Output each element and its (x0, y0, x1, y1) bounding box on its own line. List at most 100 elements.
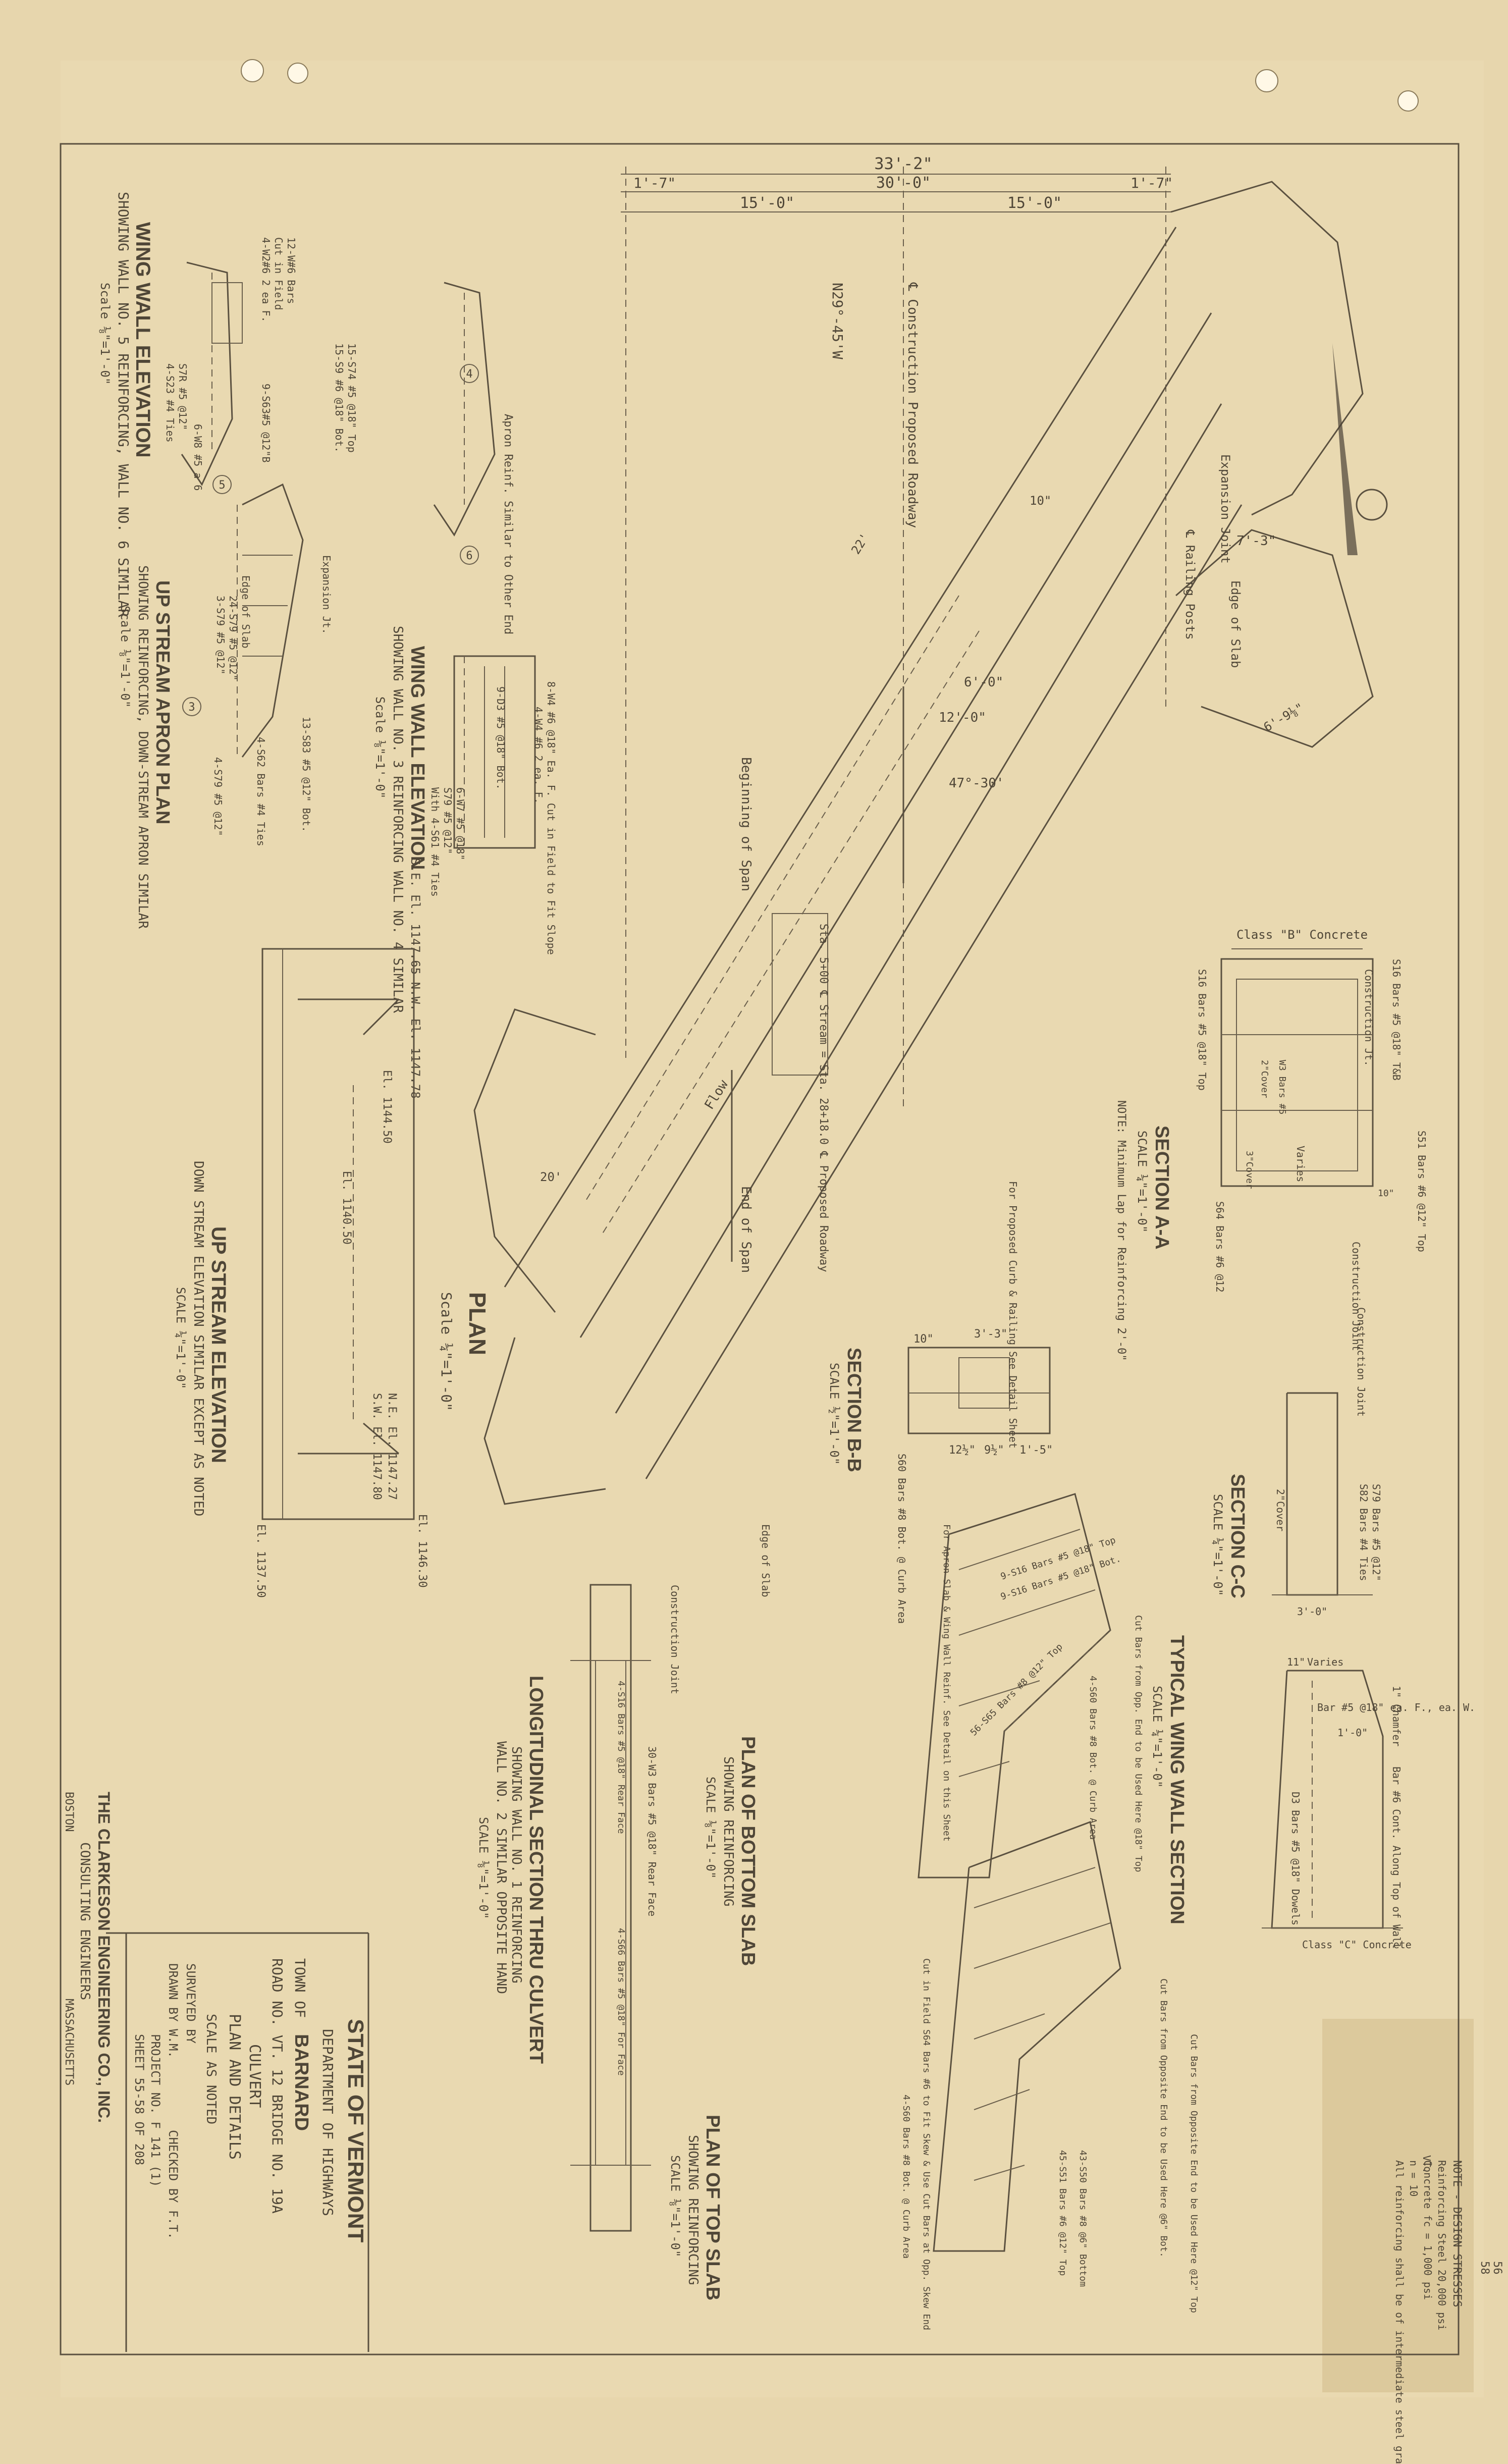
bb-note-2: 10" (913, 1333, 934, 1346)
section-bb-drawing (907, 1347, 1051, 1434)
plan-beginning-span: Beginning of Span (738, 757, 753, 891)
plan-expansion-joint: Expansion Joint (1218, 454, 1232, 564)
ww3-note-0: 8-W4 #6 @18" Ea. F. Cut in Field to Fit … (545, 681, 557, 955)
plan-dim-12-0: 12'-0" (939, 710, 986, 725)
page-number-1: 56 (1491, 2261, 1503, 2275)
plan-view (473, 167, 1388, 1505)
wing-wall-3-title: WING WALL ELEVATION (407, 646, 428, 870)
wall-mark-4 (460, 364, 479, 383)
wall-mark-3 (182, 697, 201, 716)
top-slab-title: PLAN OF TOP SLAB (702, 2115, 723, 2300)
firm-sub: CONSULTING ENGINEERS (77, 1842, 92, 2000)
section-aa-scale: SCALE ¼"=1'-0" (1135, 1131, 1149, 1233)
aa-note-1: Construction Jt. (1363, 969, 1375, 1066)
plan-railing-posts: ℄ Railing Posts (1183, 529, 1197, 640)
tww-note-4: 1" Chamfer (1390, 1686, 1403, 1746)
cc-note-2: 2"Cover (1274, 1489, 1286, 1531)
plan-dim-20: 20' (540, 1170, 562, 1184)
long-note-3: 4-S66 Bars #5 @18" For Face (616, 1928, 626, 2076)
ww3-note-5: 6-W7 #5 @18" (454, 787, 466, 861)
longitudinal-section-drawing (570, 1584, 651, 2232)
apron-note-2: 13-S83 #5 @12" Bot. (300, 717, 312, 832)
aa-note-5: Varies (1295, 1146, 1307, 1182)
long-note-1: 30-W3 Bars #5 @18" Rear Face (646, 1746, 658, 1916)
plan-end-span: End of Span (738, 1186, 753, 1273)
section-aa-note: NOTE: Minimum Lap for Reinforcing 2'-0" (1115, 1100, 1127, 1361)
plan-angle: 47°-30' (949, 776, 1004, 791)
tww-note-7: Class "C" Concrete (1302, 1939, 1412, 1951)
aa-note-3: S51 Bars #6 @12" Top (1416, 1131, 1428, 1252)
title-town: BARNARD (291, 2034, 312, 2131)
upstream-elevation-drawing (261, 948, 415, 1520)
apron-note-1: Expansion Jt. (320, 555, 333, 634)
design-notes-title: NOTE - DESIGN STRESSES (1450, 2160, 1463, 2307)
bs-note-4: Cut Bars from Opp. End to be Used Here @… (1133, 1615, 1144, 1872)
ts-note-4: 4-S60 Bars #8 Bot. @ Curb Area (901, 2095, 911, 2259)
typical-wing-wall-drawing (1262, 1670, 1403, 1929)
upstream-elevation-subtitle: DOWN STREAM ELEVATION SIMILAR EXCEPT AS … (191, 1161, 206, 1516)
apron-note-3: 4-S79 #5 @12" (212, 757, 224, 836)
plan-scale: Scale ¼"=1'-0" (438, 1292, 455, 1411)
ww3-note-3: S79 #5 @12" (442, 787, 454, 854)
bb-note-1: 3'-3" (974, 1328, 1007, 1341)
section-bb-scale: SCALE ½"=1'-0" (827, 1363, 841, 1465)
bb-note-6: S60 Bars #8 Bot. @ Curb Area (896, 1454, 908, 1624)
longitudinal-title: LONGITUDINAL SECTION THRU CULVERT (525, 1676, 547, 2064)
typical-wing-wall-title: TYPICAL WING WALL SECTION (1166, 1635, 1188, 1924)
punch-hole (1397, 90, 1419, 112)
ts-note-5: Cut in Field S64 Bars #6 to Fit Skew & U… (921, 1958, 932, 2330)
svg-text:3: 3 (188, 701, 195, 714)
aa-note-2: S16 Bars #5 @18" Top (1196, 969, 1208, 1091)
cc-note-3: 3'-0" (1297, 1605, 1327, 1618)
title-dept: DEPARTMENT OF HIGHWAYS (319, 2029, 336, 2216)
longitudinal-scale: SCALE ⅛"=1'-0" (476, 1817, 491, 1919)
title-project: PROJECT NO. F 141 (1) (148, 2034, 163, 2187)
plan-dim-10: 10" (1030, 494, 1051, 508)
top-slab-drawing (933, 1820, 1121, 2252)
long-note-0: Construction Joint (669, 1585, 681, 1694)
punch-hole (241, 59, 264, 82)
ts-note-1: Cut Bars from Opposite End to be Used He… (1158, 1978, 1169, 2258)
long-note-2: 4-S16 Bars #5 @18" Rear Face (616, 1681, 626, 1834)
title-desc: PLAN AND DETAILS (226, 2014, 243, 2160)
wing-wall-3-subtitle: SHOWING WALL NO. 3 REINFORCING WALL NO. … (390, 626, 405, 1013)
bb-note-4: 9½" (984, 1444, 1004, 1457)
up-elev-2: N.E. El. 1147.27 (386, 1393, 398, 1500)
aa-note-8: 2"Cover (1259, 1060, 1270, 1098)
section-cc-drawing (1272, 1392, 1373, 1596)
up-elev-4: El. 1146.30 (416, 1514, 428, 1588)
section-bb-title: SECTION B-B (843, 1348, 865, 1472)
bottom-slab-title: PLAN OF BOTTOM SLAB (737, 1736, 759, 1966)
svg-text:6: 6 (466, 550, 472, 562)
wing-wall-5-subtitle: SHOWING WALL NO. 5 REINFORCING, WALL NO.… (115, 192, 132, 617)
typical-wing-wall-scale: SCALE ¼"=1'-0" (1150, 1686, 1164, 1788)
title-block (106, 1932, 369, 2352)
ww5-note-6: 15-S9 #6 @18" Bot. (333, 343, 345, 453)
aa-note-0: S16 Bars #5 @18" T&B (1390, 959, 1403, 1081)
up-elev-0: El. 1144.50 (381, 1070, 393, 1144)
ww3-note-1: 4-W4 #6 2 ea. F. (532, 707, 545, 804)
ww3-note-2: 9-D3 #5 @18" Bot. (495, 686, 507, 790)
title-checked: CHECKED BY F.T. (166, 2130, 180, 2239)
upstream-elevation-title: UP STREAM ELEVATION (207, 1226, 230, 1463)
longitudinal-subtitle-2: WALL NO. 2 SIMILAR OPPOSITE HAND (494, 1741, 509, 1994)
plan-edge-slab: Edge of Slab (1228, 580, 1243, 668)
ww3-note-4: With 4-S61 #4 Ties (429, 787, 441, 897)
design-note-3: All reinforcing shall be of intermediate… (1393, 2160, 1406, 2464)
ww5-note-1: Cut in Field (273, 237, 285, 310)
title-scale: SCALE AS NOTED (203, 2014, 219, 2124)
ww5-note-5: 15-S74 #5 @18" Top (346, 343, 358, 453)
aa-note-9: 10" (1378, 1188, 1394, 1199)
tww-note-5: Bar #6 Cont. Along Top of Wall (1390, 1766, 1403, 1949)
apron-note-0: Apron Reinf. Similar to Other End (502, 414, 514, 634)
plan-centerline-label: ℄ Construction Proposed Roadway (905, 282, 920, 528)
tww-note-6: D3 Bars #5 @18" Dowels (1289, 1792, 1302, 1925)
aa-note-10: W3 Bars #5 (1277, 1060, 1287, 1114)
punch-hole (287, 63, 308, 84)
cc-note-1: S82 Bars #4 Ties (1358, 1484, 1370, 1581)
ww5-note-8: 4-S23 #4 Ties (164, 363, 176, 443)
title-state: STATE OF VERMONT (343, 2019, 368, 2242)
longitudinal-subtitle-1: SHOWING WALL NO. 1 REINFORCING (509, 1746, 524, 1984)
firm-city: BOSTON (63, 1792, 75, 1832)
apron-note-6: 4-S62 Bars #4 Ties (255, 737, 267, 846)
